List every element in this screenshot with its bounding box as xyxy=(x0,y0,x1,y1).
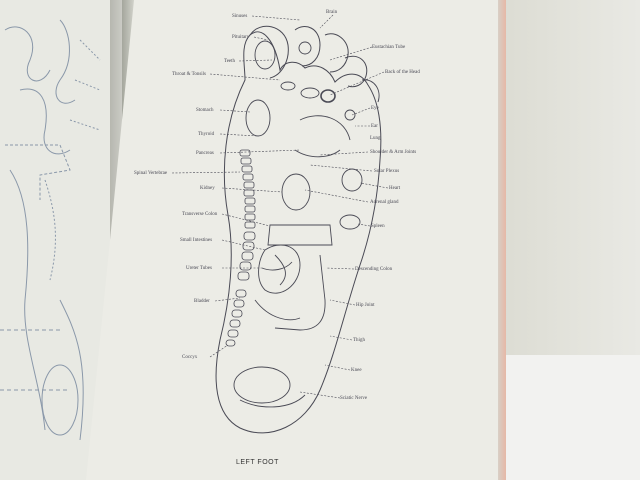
left-page-illustration xyxy=(0,19,101,441)
label-sciatic-nerve: Sciatic Nerve xyxy=(340,396,368,401)
label-descending-colon: Descending Colon xyxy=(355,267,393,272)
label-kidney: Kidney xyxy=(200,186,215,191)
label-pituitary: Pituitary xyxy=(232,35,250,40)
label-heart: Heart xyxy=(389,186,401,191)
label-brain: Brain xyxy=(326,10,338,15)
label-solar-plexus: Solar Plexus xyxy=(374,169,400,174)
label-small-intestines: Small Intestines xyxy=(180,238,213,243)
label-thigh: Thigh xyxy=(353,338,365,343)
label-spinal-vertebrae: Spinal Vertebrae xyxy=(134,171,168,176)
label-ureter-tubes: Ureter Tubes xyxy=(186,266,212,271)
label-eye: Eye xyxy=(371,106,379,111)
label-stomach: Stomach xyxy=(196,108,214,113)
label-knee: Knee xyxy=(351,368,362,373)
right-page xyxy=(86,0,504,480)
label-adrenal-gland: Adrenal gland xyxy=(370,200,399,205)
label-lung: Lung xyxy=(370,136,381,141)
table-surface xyxy=(505,355,640,480)
label-leader-lines xyxy=(171,14,389,399)
label-pancreas: Pancreas xyxy=(196,151,214,156)
label-shoulder-arm-joints: Shoulder & Arm Joints xyxy=(370,150,417,155)
label-teeth: Teeth xyxy=(224,59,236,64)
label-coccyx: Coccyx xyxy=(182,355,198,360)
foot-organs xyxy=(233,40,363,408)
label-eustachian-tube: Eustachian Tube xyxy=(372,45,406,50)
label-spleen: Spleen xyxy=(371,224,385,229)
spinal-vertebrae xyxy=(225,149,256,347)
label-back-of-head: Back of the Head xyxy=(385,70,420,75)
label-sinuses: Sinuses xyxy=(232,14,248,19)
label-transverse-colon: Transverse Colon xyxy=(182,212,218,217)
label-ear: Ear xyxy=(371,124,378,129)
label-thyroid: Thyroid xyxy=(198,132,215,137)
page-edge xyxy=(498,0,506,480)
foot-outline xyxy=(215,25,382,434)
label-bladder: Bladder xyxy=(194,299,210,304)
label-hip-joint: Hip Joint xyxy=(356,303,375,308)
figure-caption: LEFT FOOT xyxy=(236,459,279,466)
label-throat-tonsils: Throat & Tonsils xyxy=(172,72,207,77)
